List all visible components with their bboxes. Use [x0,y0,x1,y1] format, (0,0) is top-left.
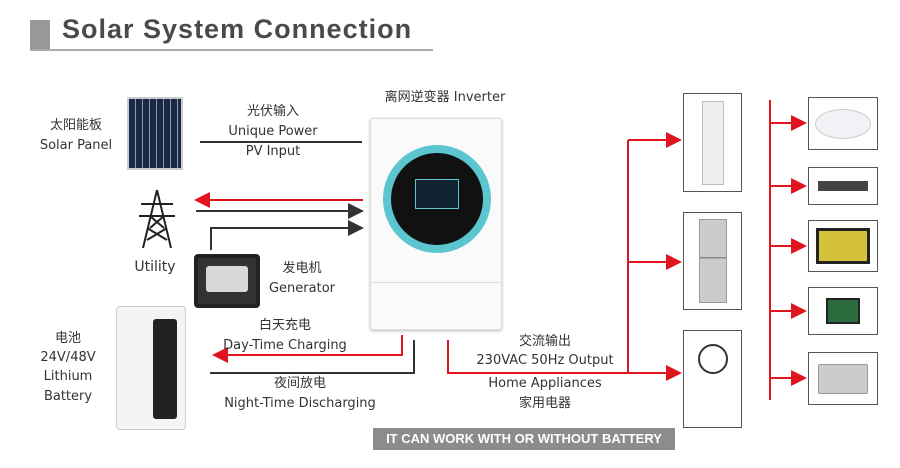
inverter-icon [370,118,502,330]
laptop-icon [808,352,878,405]
utility-label: Utility [134,259,176,275]
inverter-label: 离网逆变器 Inverter [384,90,506,105]
battery-label-line4: Battery [43,389,93,404]
output-label-cn: 交流输出 [518,334,571,349]
fan-icon [683,330,742,428]
home-appliances-cn: 家用电器 [518,396,571,411]
solar-panel-icon [127,97,183,170]
output-line [447,340,628,374]
night-discharging-en: Night-Time Discharging [224,396,376,411]
generator-icon [194,254,260,308]
refrigerator-icon [683,212,742,310]
battery-voltage: 24V/48V [40,350,96,365]
television-icon [808,220,878,272]
page-title: Solar System Connection [62,14,413,44]
discharging-line [210,340,415,374]
pv-input-line3: PV Input [245,144,301,159]
desktop-computer-icon [808,287,878,335]
generator-arrow [210,220,364,250]
output-label-en: 230VAC 50Hz Output [476,353,614,368]
night-discharging-cn: 夜间放电 [273,376,326,391]
pv-input-line2: Unique Power [228,124,318,139]
home-appliances-en: Home Appliances [488,376,602,391]
utility-tower-icon [139,189,175,249]
set-top-box-icon [808,167,878,205]
title-underline [30,49,433,51]
generator-label-en: Generator [268,281,335,296]
solar-panel-label-en: Solar Panel [39,138,113,153]
pv-input-cn: 光伏输入 [246,104,299,119]
battery-label-line3: Lithium [43,369,93,384]
day-charging-en: Day-Time Charging [223,338,347,353]
ceiling-light-icon [808,97,878,150]
air-conditioner-icon [683,93,742,192]
charging-line [212,335,403,363]
battery-icon [116,306,186,430]
battery-note-banner: IT CAN WORK WITH OR WITHOUT BATTERY [373,428,675,450]
battery-label-cn: 电池 [54,331,81,346]
generator-label-cn: 发电机 [282,261,322,276]
solar-panel-label-cn: 太阳能板 [49,118,102,133]
title-accent [30,20,50,50]
day-charging-cn: 白天充电 [258,318,311,333]
